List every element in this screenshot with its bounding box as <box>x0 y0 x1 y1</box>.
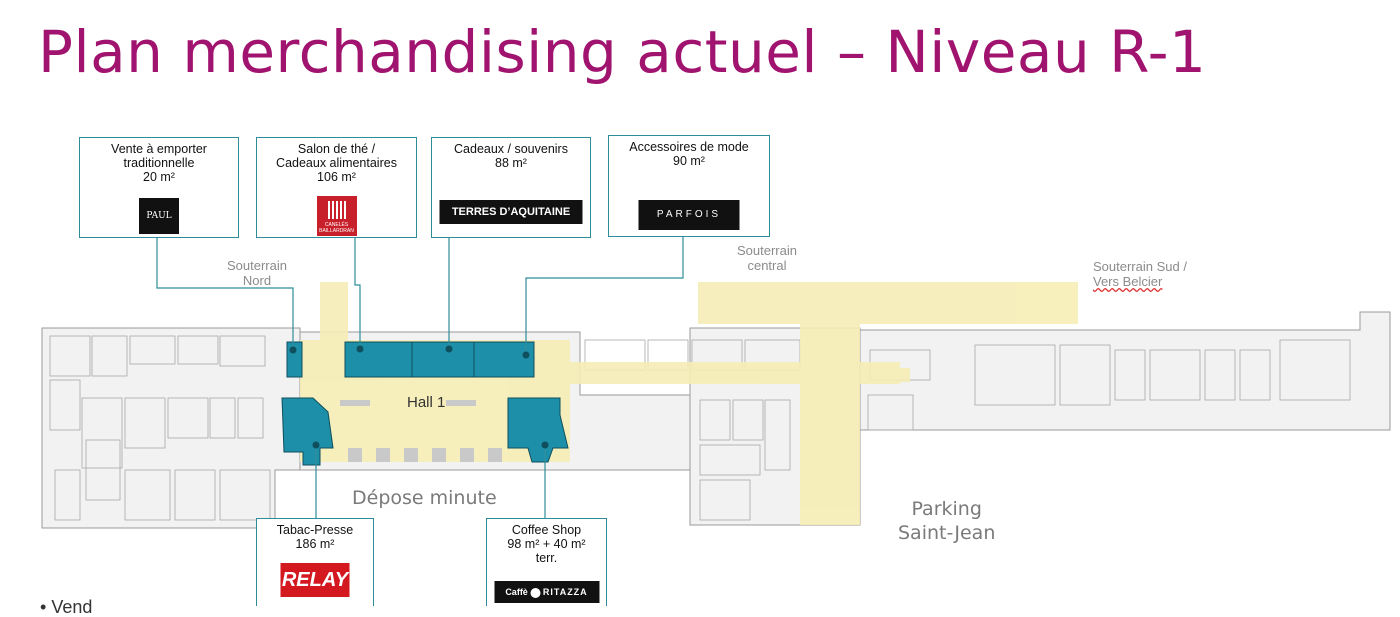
paul-logo: PAUL <box>139 198 179 234</box>
corridor-souterrain-central <box>698 282 1078 324</box>
callout-tabac: Tabac-Presse 186 m² RELAY <box>256 518 374 606</box>
terres-aquitaine-logo: TERRES D’AQUITAINE <box>439 200 583 224</box>
label-parking: Parking Saint-Jean <box>898 498 996 544</box>
baillardran-logo: CANELÉS BAILLARDRAN <box>316 196 357 236</box>
shop-salon <box>344 341 413 378</box>
shop-accessoires <box>473 341 535 378</box>
bullet-icon: • <box>40 597 47 617</box>
relay-logo: RELAY <box>280 563 350 597</box>
corridor-east <box>860 368 910 382</box>
ritazza-emblem-icon <box>530 587 541 598</box>
building-west-wing <box>41 327 301 529</box>
label-souterrain-nord: Souterrain Nord <box>227 258 287 288</box>
callout-accessoires: Accessoires de mode 90 m² PARFOIS <box>608 135 770 237</box>
parfois-logo: PARFOIS <box>638 200 740 230</box>
corridor-souterrain-nord <box>320 282 348 342</box>
shop-cadeaux <box>411 341 475 378</box>
callout-cadeaux: Cadeaux / souvenirs 88 m² TERRES D’AQUIT… <box>431 137 591 238</box>
label-souterrain-central: Souterrain central <box>737 243 797 273</box>
building-east-wing <box>859 311 1391 431</box>
label-hall: Hall 1 <box>407 394 446 411</box>
corridor-vertical <box>800 300 860 525</box>
label-souterrain-sud: Souterrain Sud / Vers Belcier <box>1093 259 1187 289</box>
callout-salon: Salon de thé / Cadeaux alimentaires 106 … <box>256 137 417 238</box>
page-title: Plan merchandising actuel – Niveau R-1 <box>38 18 1207 86</box>
label-depose-minute: Dépose minute <box>352 487 497 509</box>
footer-text: • Vend <box>40 597 93 617</box>
shop-tabac <box>281 397 334 466</box>
callout-paul: Vente à emporter traditionnelle 20 m² PA… <box>79 137 239 238</box>
caffe-ritazza-logo: Caffè RITAZZA <box>494 581 599 603</box>
callout-coffee: Coffee Shop 98 m² + 40 m² terr. Caffè RI… <box>486 518 607 606</box>
shop-coffee <box>507 397 569 463</box>
